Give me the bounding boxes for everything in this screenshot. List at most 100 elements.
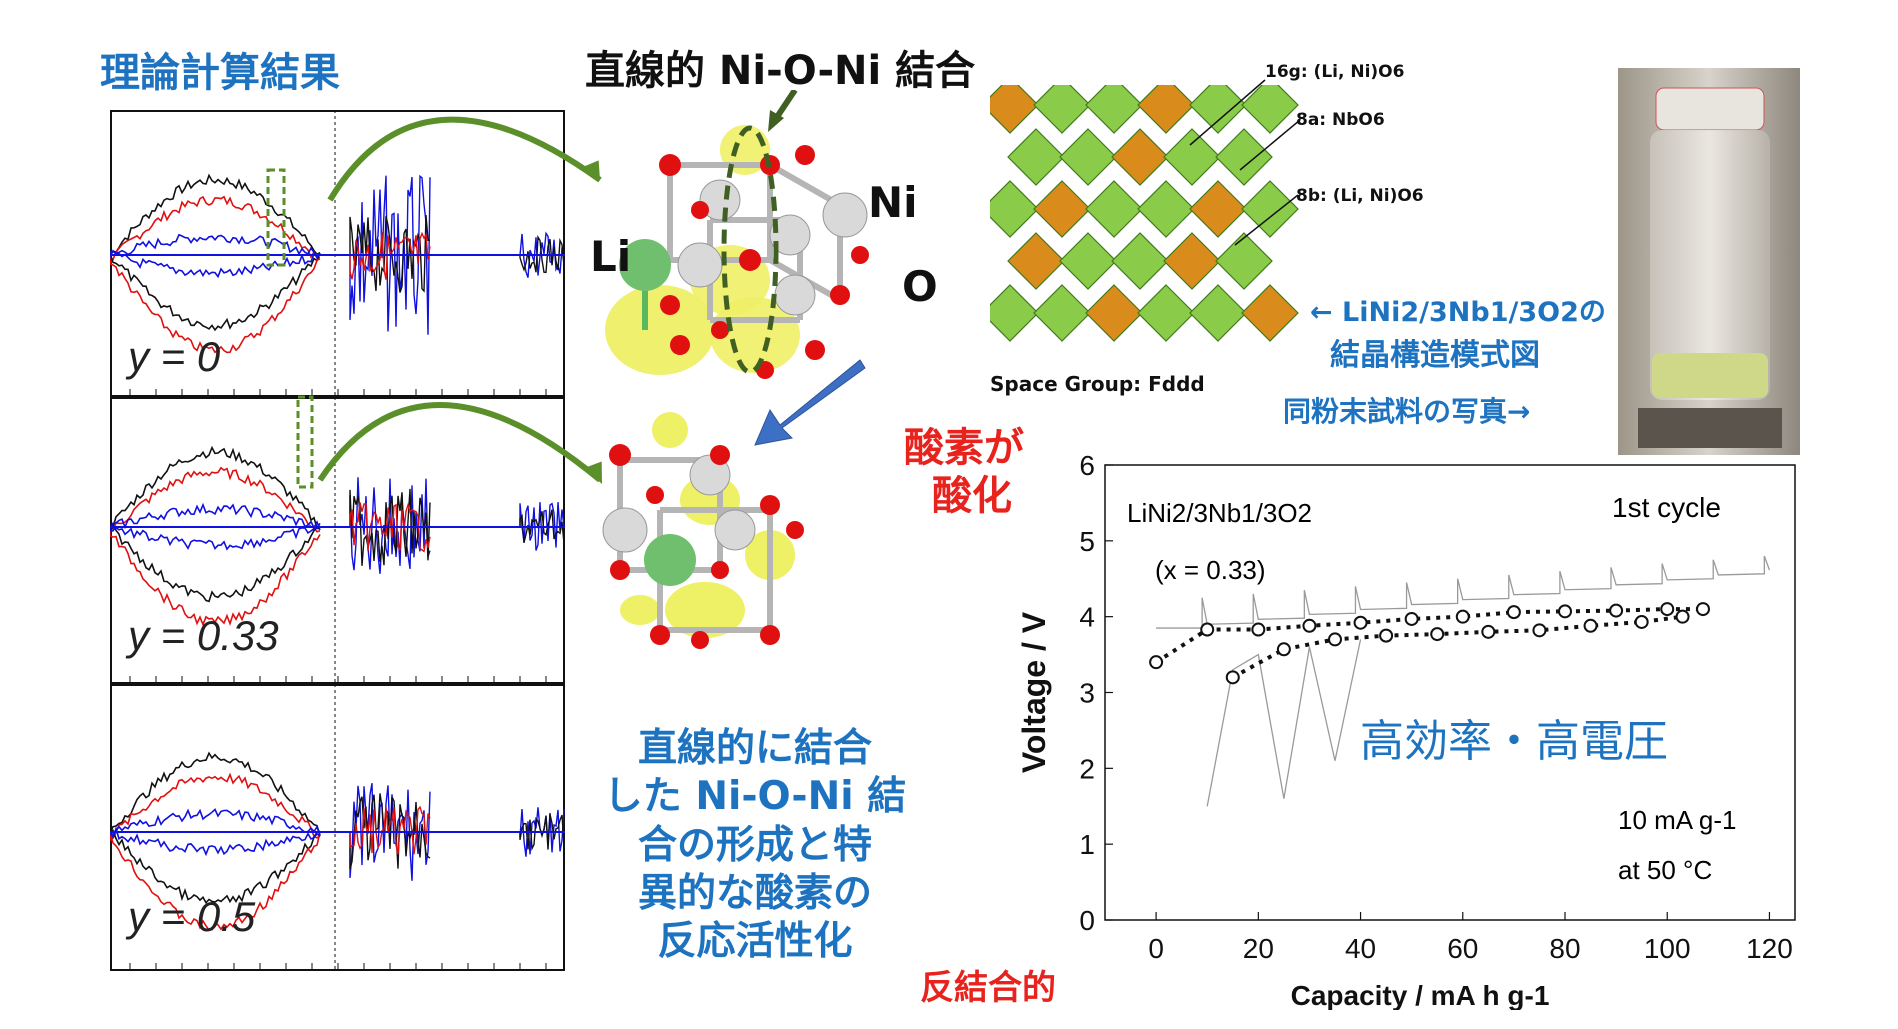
chart-highlight: 高効率・高電圧 xyxy=(1360,716,1668,767)
dos-panel-2 xyxy=(110,684,565,971)
crystal-caption-line2: 結晶構造模式図 xyxy=(1330,338,1540,373)
data-point xyxy=(1583,618,1598,633)
oxygen-oxidized-line1: 酸素が xyxy=(904,425,1024,471)
dos-label-0: y = 0 xyxy=(128,333,221,380)
data-point xyxy=(1696,602,1710,617)
chart-rate: 10 mA g-1 xyxy=(1618,805,1737,835)
octahedron xyxy=(1033,284,1091,342)
blue-arrow xyxy=(754,359,866,446)
conclusion-line-1: した Ni-O-Ni 結 xyxy=(603,774,907,820)
plot-frame xyxy=(1104,464,1796,921)
octahedron xyxy=(1241,180,1299,238)
data-point xyxy=(1558,604,1572,619)
x-tick-label: 0 xyxy=(1148,933,1164,964)
octahedron xyxy=(1111,128,1169,186)
octahedron xyxy=(1215,128,1273,186)
site-16g-label: 16g: (Li, Ni)O6 xyxy=(1265,62,1405,82)
atom-label-li: Li xyxy=(590,232,632,281)
octahedron xyxy=(1137,284,1195,342)
data-point xyxy=(1404,611,1419,626)
octahedron xyxy=(1007,128,1065,186)
site-8b-label: 8b: (Li, Ni)O6 xyxy=(1296,186,1424,206)
x-tick-label: 20 xyxy=(1243,933,1274,964)
conclusion-line-3: 異的な酸素の xyxy=(637,871,872,917)
series-line-1 xyxy=(1231,614,1683,680)
x-tick-label: 40 xyxy=(1345,933,1376,964)
series-line-0 xyxy=(1155,607,1703,664)
site-8a-label: 8a: NbO6 xyxy=(1296,110,1385,130)
data-point xyxy=(1149,655,1164,670)
data-point xyxy=(1634,614,1649,629)
octahedron xyxy=(1137,85,1195,134)
octahedron xyxy=(1033,180,1091,238)
molecule-top xyxy=(605,90,869,379)
y-tick-label: 2 xyxy=(1079,753,1095,784)
sample-photo xyxy=(1618,68,1800,455)
linear-bond-title: 直線的 Ni-O-Ni 結合 xyxy=(585,48,976,94)
molecule-structures xyxy=(602,90,869,649)
data-point xyxy=(1532,623,1547,638)
octahedron xyxy=(990,284,1039,342)
y-tick-label: 1 xyxy=(1079,829,1095,860)
photo-caption: 同粉末試料の写真→ xyxy=(1283,395,1531,428)
octahedron xyxy=(1137,180,1195,238)
data-point xyxy=(1455,609,1470,624)
octahedron xyxy=(1241,85,1299,134)
x-tick-label: 120 xyxy=(1746,933,1793,964)
crystal-structure xyxy=(990,85,1310,365)
dos-panel-0 xyxy=(110,110,565,397)
y-tick-label: 0 xyxy=(1079,905,1095,936)
conclusion-line-0: 直線的に結合 xyxy=(637,726,872,771)
y-axis-label: Voltage / V xyxy=(1016,611,1052,773)
data-point xyxy=(1379,628,1394,643)
octahedron xyxy=(1241,284,1299,342)
data-point xyxy=(1675,609,1690,624)
data-point xyxy=(1481,624,1496,639)
chart-temperature: at 50 °C xyxy=(1618,855,1713,885)
space-group-label: Space Group: Fddd xyxy=(990,372,1205,396)
octahedron xyxy=(1215,232,1273,290)
octahedron xyxy=(1033,85,1091,134)
x-tick-label: 80 xyxy=(1549,933,1580,964)
dos-label-2: y = 0.5 xyxy=(128,893,256,940)
crystal-caption-line1: ← LiNi2/3Nb1/3O2の xyxy=(1310,297,1606,328)
charge-trace xyxy=(1156,555,1771,629)
x-tick-label: 100 xyxy=(1644,933,1691,964)
octahedron xyxy=(1059,128,1117,186)
octahedron xyxy=(1189,284,1247,342)
discharge-trace xyxy=(1206,639,1362,807)
chart-x-value: (x = 0.33) xyxy=(1155,555,1266,585)
data-point xyxy=(1302,618,1317,633)
x-tick-label: 60 xyxy=(1447,933,1478,964)
y-tick-label: 6 xyxy=(1079,450,1095,481)
octahedron xyxy=(1085,85,1143,134)
y-tick-label: 5 xyxy=(1079,526,1095,557)
atom-label-o: O xyxy=(902,262,938,311)
data-point xyxy=(1200,622,1215,637)
y-tick-label: 3 xyxy=(1079,678,1095,709)
data-point xyxy=(1353,615,1368,630)
data-point xyxy=(1328,632,1342,647)
data-point xyxy=(1660,602,1675,617)
octahedron xyxy=(990,180,1039,238)
dos-panels xyxy=(110,110,565,971)
molecule-bottom xyxy=(602,412,804,649)
octahedron xyxy=(1163,128,1221,186)
chart-compound: LiNi2/3Nb1/3O2 xyxy=(1127,498,1312,528)
data-point xyxy=(1225,670,1240,685)
chart-cycle: 1st cycle xyxy=(1612,492,1721,523)
data-point xyxy=(1276,642,1291,657)
octahedron xyxy=(1189,85,1247,134)
data-point xyxy=(1506,605,1521,620)
site-leader-lines xyxy=(1189,79,1301,246)
dos-panel-1 xyxy=(110,395,565,684)
octahedron xyxy=(990,85,1039,134)
data-point xyxy=(1251,622,1266,637)
conclusion-line-2: 合の形成と特 xyxy=(637,822,872,868)
antibonding-label: 反結合的 xyxy=(920,968,1056,1008)
octahedron xyxy=(1189,180,1247,238)
octahedron xyxy=(1059,232,1117,290)
atom-label-ni: Ni xyxy=(868,178,918,227)
data-point xyxy=(1430,627,1445,642)
octahedron xyxy=(1007,232,1065,290)
